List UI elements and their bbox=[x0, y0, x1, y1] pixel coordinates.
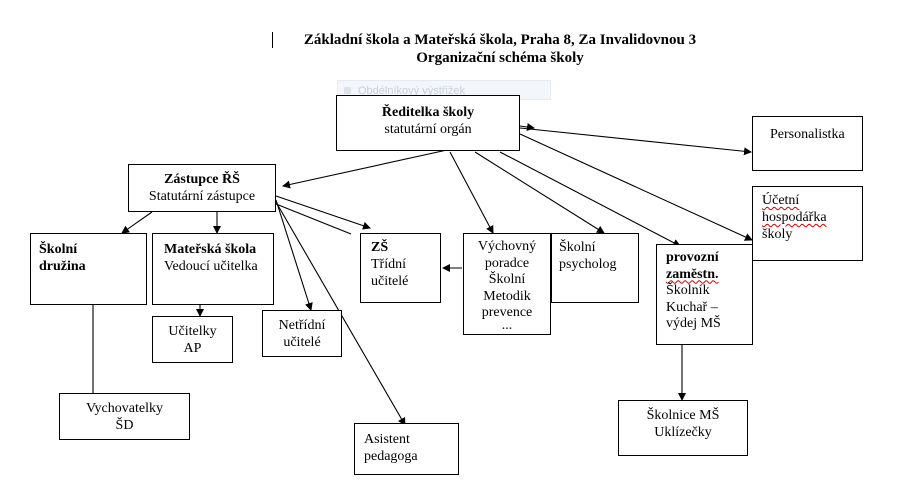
director-title: Ředitelka školy bbox=[381, 105, 475, 120]
teachers-ap-box: Učitelky AP bbox=[152, 316, 233, 363]
zs-box: ZŠ Třídní učitelé bbox=[360, 233, 441, 303]
deputy-title: Zástupce ŘŠ bbox=[164, 172, 240, 187]
operations-line1: provozní bbox=[666, 250, 719, 265]
accountant-box: Účetní hospodářka školy bbox=[752, 186, 863, 261]
operations-box: provozní zaměstn. Školník Kuchař – výdej… bbox=[656, 244, 753, 345]
zs-title: ZŠ bbox=[371, 240, 389, 255]
zs-line2: učitelé bbox=[371, 274, 409, 289]
caretakers-line2: Uklízečky bbox=[654, 425, 712, 440]
zs-line1: Třídní bbox=[371, 257, 406, 272]
deputy-subtitle: Statutární zástupce bbox=[148, 189, 256, 204]
counselor-line2: poradce bbox=[484, 255, 530, 271]
caretakers-box: Školnice MŠ Uklízečky bbox=[618, 400, 748, 456]
non-class-teachers-line2: učitelé bbox=[283, 335, 321, 350]
accountant-line2: hospodářka bbox=[762, 210, 827, 225]
operations-line5: výdej MŠ bbox=[666, 316, 721, 331]
director-subtitle: statutární orgán bbox=[384, 122, 472, 137]
club-box: Školní družina bbox=[30, 233, 147, 305]
hr-box: Personalistka bbox=[752, 116, 863, 171]
kindergarten-subtitle: Vedoucí učitelka bbox=[164, 259, 258, 274]
club-educators-line1: Vychovatelky bbox=[86, 401, 163, 416]
hr-label: Personalistka bbox=[770, 127, 845, 142]
club-educators-box: Vychovatelky ŠD bbox=[59, 393, 190, 440]
counselor-line6: ... bbox=[501, 317, 513, 333]
psychologist-box: Školní psycholog bbox=[551, 233, 639, 303]
schema-title: Organizační schéma školy bbox=[416, 50, 584, 66]
school-name-title: Základní škola a Mateřská škola, Praha 8… bbox=[303, 32, 697, 48]
operations-line2: zaměstn. bbox=[666, 266, 719, 282]
psychologist-line1: Školní bbox=[559, 240, 596, 255]
counselor-box: Výchovný poradce Školní Metodik prevence… bbox=[463, 233, 551, 335]
assistant-line2: pedagoga bbox=[364, 449, 418, 464]
kindergarten-title: Mateřská škola bbox=[164, 242, 257, 257]
tooltip-text: Obdélníkový výstřižek bbox=[358, 85, 465, 97]
teachers-ap-line2: AP bbox=[183, 341, 202, 356]
club-line2: družina bbox=[39, 259, 86, 274]
kindergarten-box: Mateřská škola Vedoucí učitelka bbox=[152, 233, 274, 305]
counselor-line3: Školní bbox=[488, 272, 526, 287]
non-class-teachers-line1: Netřídní bbox=[278, 318, 326, 333]
caretakers-line1: Školnice MŠ bbox=[646, 408, 720, 423]
operations-line3: Školník bbox=[666, 283, 710, 298]
teachers-ap-line1: Učitelky bbox=[168, 324, 217, 339]
club-educators-line2: ŠD bbox=[115, 418, 134, 433]
accountant-line1: Účetní bbox=[762, 193, 800, 208]
director-box: Ředitelka školy statutární orgán bbox=[336, 95, 520, 151]
psychologist-line2: psycholog bbox=[559, 257, 617, 272]
accountant-line3: školy bbox=[762, 227, 793, 242]
counselor-line5: prevence bbox=[481, 305, 533, 320]
operations-line4: Kuchař – bbox=[666, 299, 718, 315]
non-class-teachers-box: Netřídní učitelé bbox=[262, 310, 342, 357]
text-cursor bbox=[272, 32, 273, 48]
counselor-line1: Výchovný bbox=[477, 239, 537, 254]
club-line1: Školní bbox=[39, 242, 78, 257]
assistant-line1: Asistent bbox=[364, 432, 410, 447]
assistant-box: Asistent pedagoga bbox=[354, 423, 459, 475]
snip-icon bbox=[344, 87, 351, 94]
counselor-line4: Metodik bbox=[483, 288, 531, 304]
deputy-box: Zástupce ŘŠ Statutární zástupce bbox=[128, 164, 276, 212]
